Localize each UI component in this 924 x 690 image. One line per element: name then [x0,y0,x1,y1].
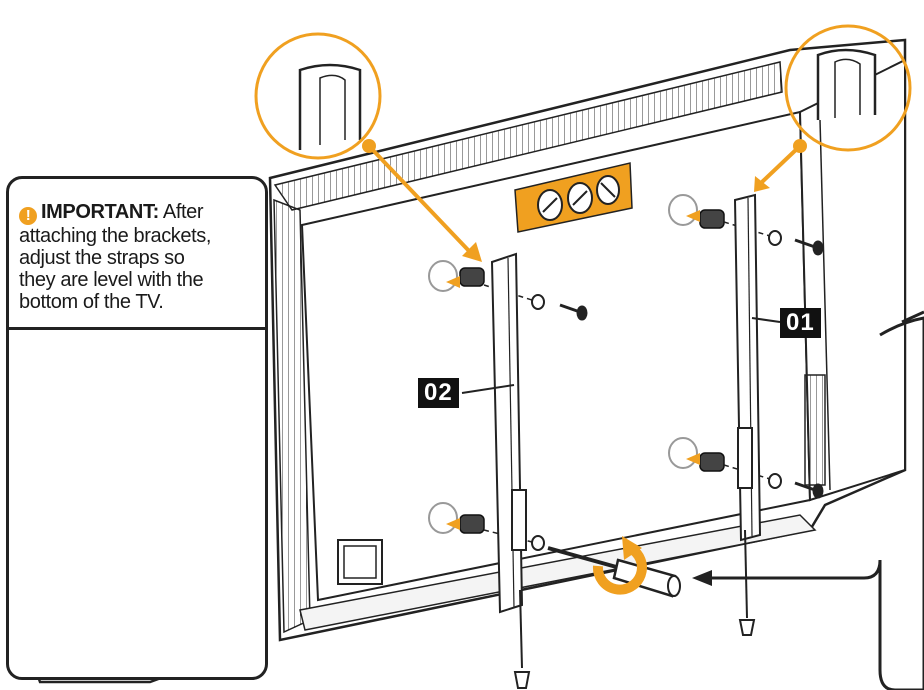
important-text-line5: bottom of the TV. [19,291,164,313]
zoom-circle-left [254,32,482,262]
screwdriver-icon [547,536,681,598]
important-text-line3: adjust the straps so [19,247,185,269]
bracket-02 [490,252,531,689]
important-note: !IMPORTANT: After attaching the brackets… [19,201,263,313]
bubble-level-icon [514,162,633,233]
important-text-line1: After [162,201,204,223]
screwdriver-callout-frame [692,310,924,690]
zoom-circle-right [754,24,912,192]
bracket-label-01: 01 [780,308,821,338]
callout-divider [9,327,265,330]
bracket-label-02: 02 [418,378,459,408]
warning-icon: ! [19,207,37,225]
important-text-line4: they are level with the [19,269,204,291]
important-label: IMPORTANT: [41,201,159,223]
tv-back-panel [268,38,907,642]
important-callout: !IMPORTANT: After attaching the brackets… [6,176,268,680]
important-text-line2: attaching the brackets, [19,225,212,247]
mount-hardware [428,194,824,551]
tv-top-hooks [298,48,877,150]
bracket-01 [733,193,762,636]
